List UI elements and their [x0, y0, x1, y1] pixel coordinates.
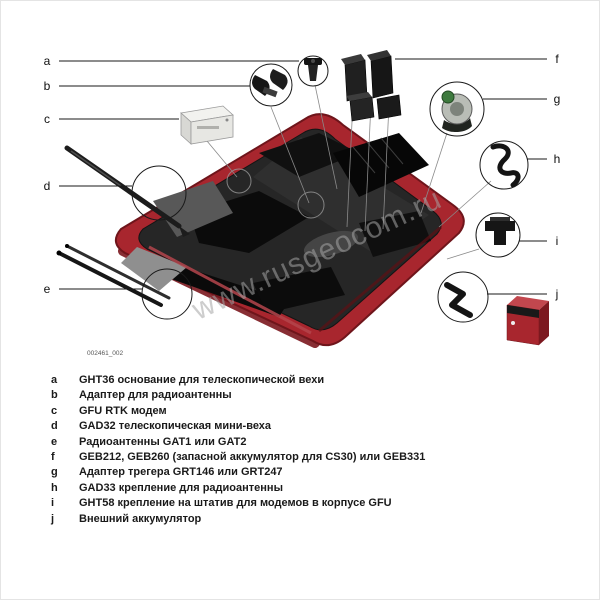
- callout-letter-i: i: [556, 234, 559, 248]
- legend-text: GHT36 основание для телескопической вехи: [79, 374, 325, 386]
- callout-i: i: [475, 212, 559, 258]
- legend-item: d GAD32 телескопическая мини-веха: [1, 419, 599, 434]
- callout-d: d: [44, 165, 187, 221]
- figure-code: 002461_002: [87, 350, 124, 357]
- legend-text: GAD33 крепление для радиоантенны: [79, 481, 283, 494]
- legend-item: a GHT36 основание для телескопической ве…: [1, 373, 599, 388]
- callout-f: f: [395, 52, 559, 66]
- legend: a GHT36 основание для телескопической ве…: [1, 373, 599, 527]
- legend-item: g Адаптер трегера GRT146 или GRT247: [1, 465, 599, 480]
- legend-text: GEB212, GEB260 (запасной аккумулятор для…: [79, 451, 426, 464]
- item-ght58-mount: [485, 217, 515, 245]
- legend-letter: h: [51, 481, 58, 494]
- foam-pocket: [253, 267, 345, 313]
- item-geb-batteries: [341, 50, 402, 122]
- callout-letter-j: j: [555, 287, 559, 301]
- legend-letter: b: [51, 389, 58, 402]
- legend-text: Адаптер для радиоантенны: [79, 389, 232, 402]
- legend-item: b Адаптер для радиоантенны: [1, 388, 599, 403]
- legend-text: GAD32 телескопическая мини-веха: [79, 420, 272, 433]
- callout-letter-b: b: [44, 79, 51, 93]
- callout-a: a: [44, 54, 329, 87]
- item-gat-antennas: [56, 244, 171, 307]
- legend-text: Радиоантенны GAT1 или GAT2: [79, 435, 247, 448]
- legend-item: j Внешний аккумулятор: [1, 512, 599, 527]
- callout-letter-g: g: [554, 92, 561, 106]
- foam-insert: [121, 128, 442, 335]
- legend-letter: e: [51, 435, 58, 448]
- legend-item: i GHT58 крепление на штатив для модемов …: [1, 496, 599, 511]
- callout-e: e: [44, 268, 193, 320]
- legend-letter: i: [51, 497, 55, 510]
- equipment-case-diagram: a b c d e f: [1, 1, 599, 369]
- foam-molding: [121, 247, 187, 291]
- legend-letter: c: [51, 404, 58, 417]
- callout-letter-c: c: [44, 112, 50, 126]
- item-grt-tribrach-adapter: [441, 90, 473, 133]
- legend-item: c GFU RTK модем: [1, 404, 599, 419]
- legend-letter: g: [51, 466, 58, 479]
- legend-letter: f: [51, 451, 55, 464]
- callout-letter-e: e: [44, 282, 51, 296]
- item-gad33-mount: [490, 143, 521, 188]
- legend-text: GFU RTK модем: [79, 404, 167, 417]
- item-gad32-mini-pole: [64, 145, 190, 237]
- item-radio-antenna-adapter: [252, 69, 288, 98]
- callout-g: g: [429, 81, 561, 137]
- legend-text: Адаптер трегера GRT146 или GRT247: [79, 466, 283, 479]
- placement-guides: [206, 84, 492, 260]
- legend-letter: j: [51, 512, 55, 525]
- foam-pocket: [259, 133, 359, 177]
- callout-letter-a: a: [44, 54, 51, 68]
- legend-letter: a: [51, 374, 58, 386]
- callout-b: b: [44, 63, 293, 107]
- legend-text: Внешний аккумулятор: [79, 512, 202, 525]
- callout-letter-f: f: [555, 52, 559, 66]
- item-ght36-base: [304, 58, 322, 81]
- legend-item: h GAD33 крепление для радиоантенны: [1, 481, 599, 496]
- item-external-battery: [444, 282, 549, 346]
- item-gfu-rtk-modem: [180, 105, 234, 145]
- callout-c: c: [44, 112, 179, 126]
- legend-letter: d: [51, 420, 58, 433]
- callout-j: j: [437, 271, 559, 323]
- callout-letter-d: d: [44, 179, 51, 193]
- legend-text: GHT58 крепление на штатив для модемов в …: [79, 497, 392, 510]
- battery-compartment: [333, 133, 429, 197]
- legend-item: e Радиоантенны GAT1 или GAT2: [1, 435, 599, 450]
- legend-item: f GEB212, GEB260 (запасной аккумулятор д…: [1, 450, 599, 465]
- callout-letter-h: h: [554, 152, 561, 166]
- foam-pocket: [359, 211, 431, 257]
- callout-h: h: [479, 140, 561, 190]
